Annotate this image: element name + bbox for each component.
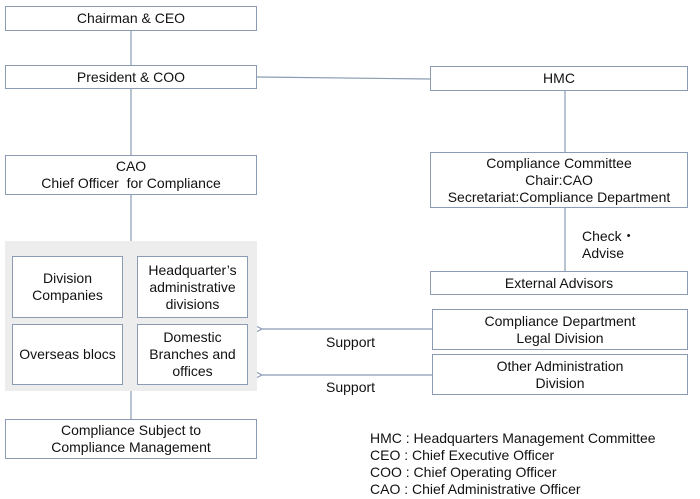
node-compliance-subject: Compliance Subject to Compliance Managem… — [5, 419, 257, 459]
node-overseas-blocs: Overseas blocs — [12, 324, 123, 385]
node-external-advisors: External Advisors — [430, 271, 688, 295]
node-president: President & COO — [5, 65, 257, 89]
line-president-hmc — [256, 76, 431, 80]
node-cao: CAO Chief Officer for Compliance — [5, 155, 257, 195]
node-division-companies: Division Companies — [12, 256, 123, 318]
support-label-2: Support — [326, 379, 376, 395]
abbreviation-legend: HMC : Headquarters Management Committee … — [370, 430, 656, 498]
node-compliance-committee: Compliance Committee Chair:CAO Secretari… — [430, 152, 688, 208]
node-other-administration: Other Administration Division — [432, 354, 688, 395]
node-hq-divisions: Headquarter’s administrative divisions — [137, 256, 248, 318]
legend-item-hmc: HMC : Headquarters Management Committee — [370, 430, 656, 446]
legend-item-ceo: CEO : Chief Executive Officer — [370, 447, 555, 463]
node-hmc: HMC — [430, 66, 688, 91]
node-domestic-branches: Domestic Branches and offices — [137, 324, 248, 385]
support-label-1: Support — [326, 334, 376, 350]
node-chairman: Chairman & CEO — [5, 6, 257, 31]
legend-item-coo: COO : Chief Operating Officer — [370, 464, 557, 480]
node-compliance-department: Compliance Department Legal Division — [432, 309, 688, 350]
check-advise-label: Check・ Advise — [582, 228, 636, 261]
legend-item-cao: CAO : Chief Administrative Officer — [370, 481, 581, 497]
